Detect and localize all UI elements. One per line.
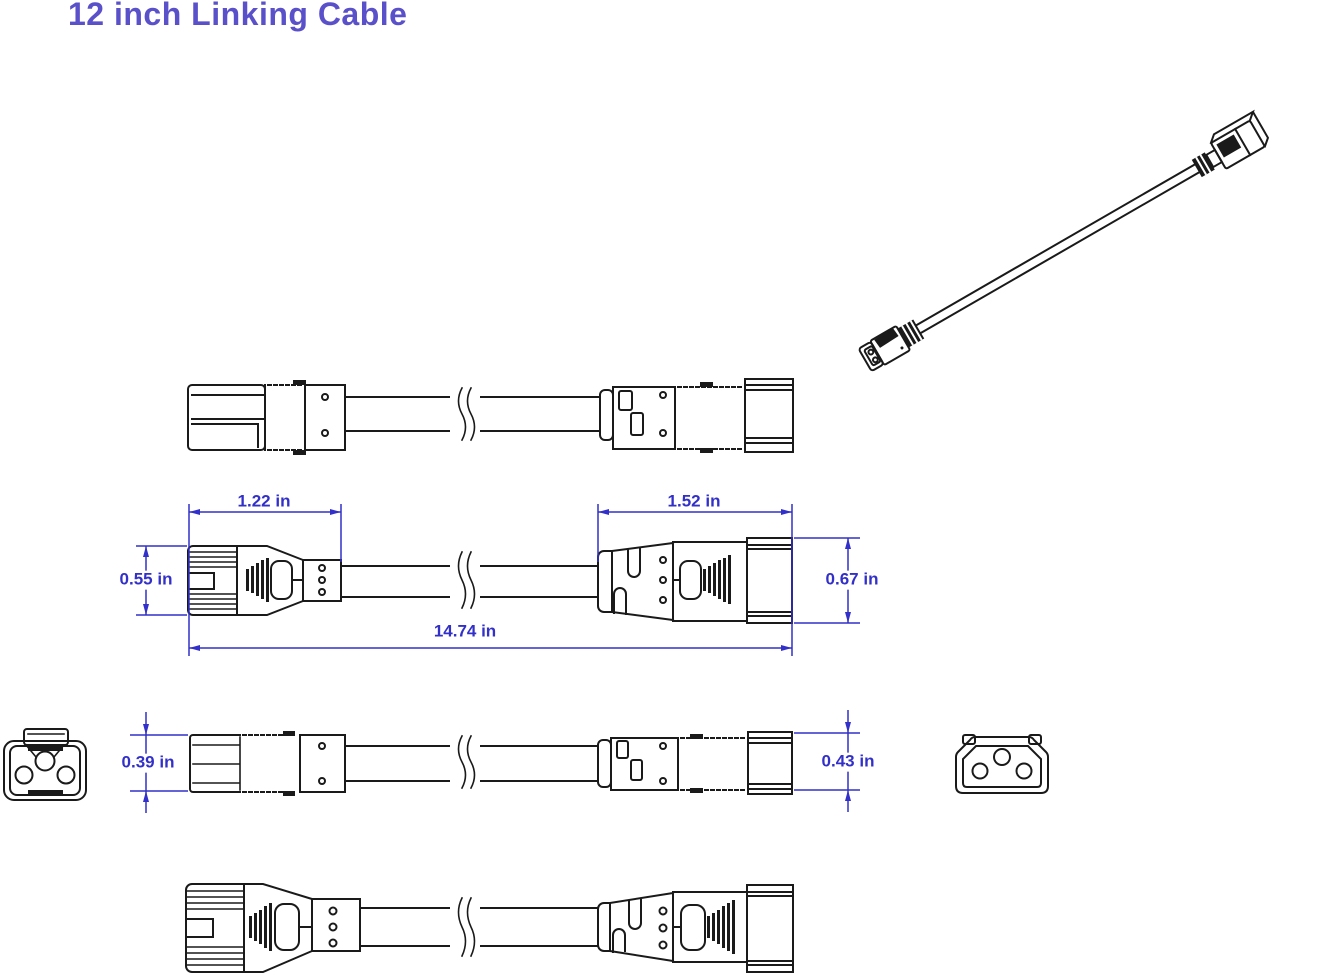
dimension-label-left-connector-profile-height: 0.39 in — [118, 753, 178, 773]
isometric-cable-drawing — [858, 109, 1270, 372]
profile-view-row3 — [189, 731, 793, 796]
side-view-row1 — [187, 378, 794, 455]
dimension-label-overall-length: 14.74 in — [433, 621, 497, 641]
dimension-label-left-connector-height: 0.55 in — [116, 570, 176, 590]
dimension-arrows-row3-left — [143, 724, 149, 802]
dimension-label-right-connector-length: 1.52 in — [667, 491, 721, 511]
dimension-label-right-connector-height: 0.67 in — [822, 570, 882, 590]
top-view-row4 — [185, 883, 794, 973]
page-title: 12 inch Linking Cable — [68, 0, 408, 32]
dimension-label-right-connector-profile-height: 0.43 in — [818, 752, 878, 772]
right-connector-face-view — [955, 734, 1049, 794]
dimension-label-left-connector-length: 1.22 in — [237, 491, 291, 511]
dimension-arrows-row3-right — [845, 722, 851, 801]
left-connector-face-view — [3, 728, 87, 801]
dimensioned-view-row2 — [187, 537, 793, 624]
dimension-lines-row2 — [136, 504, 860, 656]
dimension-arrows-row2 — [143, 509, 851, 651]
